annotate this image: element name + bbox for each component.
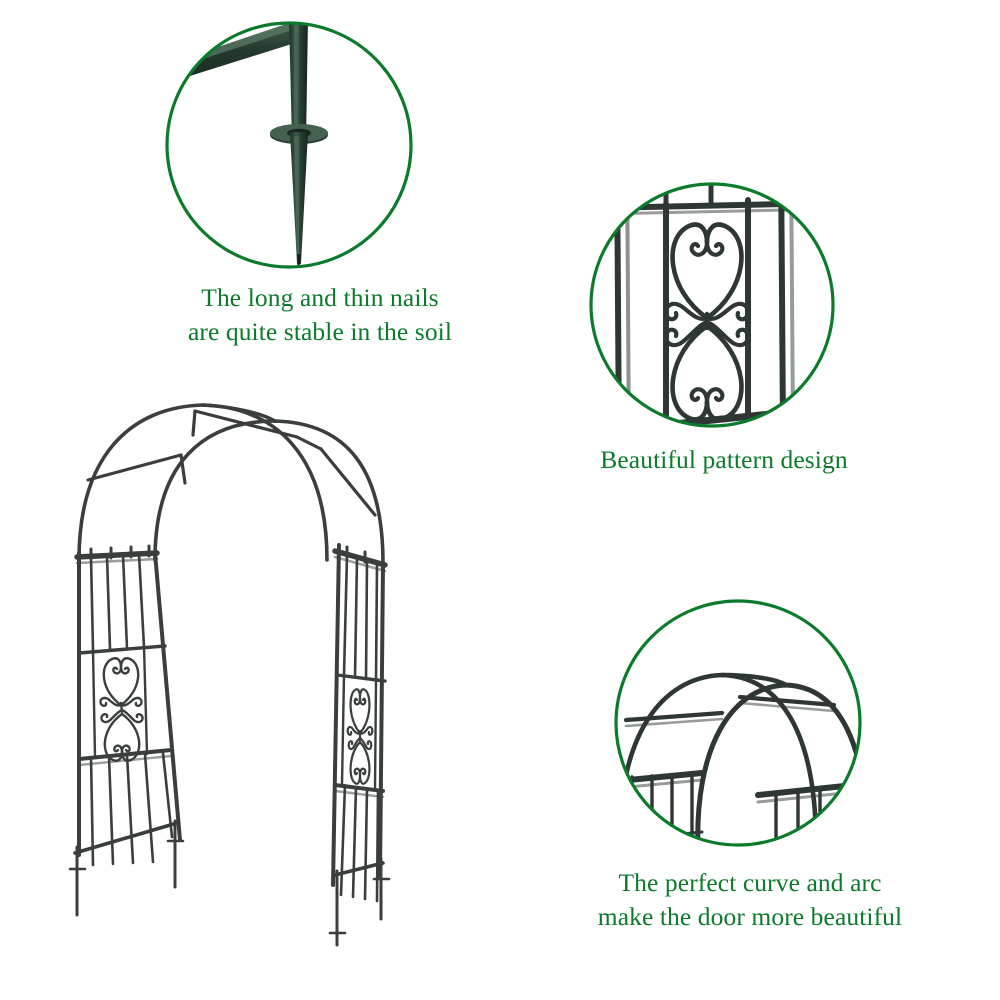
left-panel-inner-post xyxy=(153,551,182,842)
roof-rail-right xyxy=(193,409,299,439)
roof-rail-left xyxy=(86,453,183,482)
stake-photo xyxy=(167,23,328,267)
front-arch xyxy=(695,682,860,845)
roof-rail-right-slope xyxy=(319,447,377,517)
right-bar-l1 xyxy=(339,783,347,897)
scroll-mid-upper-left xyxy=(663,301,710,322)
crown-connector xyxy=(719,672,789,688)
detail-circle-outline xyxy=(614,599,862,847)
stake-shaft-highlight xyxy=(294,23,299,142)
left-bar-l2 xyxy=(107,754,115,866)
right-bar-u1 xyxy=(342,553,349,677)
rail-left-upper xyxy=(623,710,725,723)
scrollwork-pattern-detail xyxy=(589,182,835,428)
left-bar-u2 xyxy=(105,554,112,651)
scroll-mid-upper-right xyxy=(704,301,751,322)
rail-left-upper-shade xyxy=(624,717,724,728)
bar-left-outer xyxy=(614,184,622,426)
scroll-mid-lower-right xyxy=(704,319,751,348)
scroll-mid-lower-left xyxy=(663,319,710,348)
garden-arch-arbour xyxy=(68,403,391,947)
right-panel-outer-post xyxy=(331,543,341,887)
arc-photo xyxy=(616,672,860,845)
caption-curve: The perfect curve and arc make the door … xyxy=(597,868,903,931)
right-bar-l4 xyxy=(375,789,380,903)
left-bar-l3 xyxy=(125,753,135,865)
left-bar-l5 xyxy=(161,751,174,839)
right-bar-u3 xyxy=(364,559,369,681)
left-panel-scrollwork xyxy=(99,657,144,762)
trellis-rail-right xyxy=(755,782,857,798)
arch-crown-connector xyxy=(201,403,277,423)
right-bar-l3 xyxy=(363,787,369,901)
left-bar-l4 xyxy=(143,752,155,864)
heart-upper-right-lobe xyxy=(704,222,744,321)
rail-right-upper-shade xyxy=(738,701,836,713)
heart-lower-right-lobe xyxy=(704,323,744,422)
right-bar-m1 xyxy=(340,673,346,787)
right-panel-mid-rail-bottom-shade xyxy=(333,789,385,799)
heart-upper-scroll-left xyxy=(689,239,710,257)
stake-spike-highlight xyxy=(294,136,299,254)
caption-pattern: Beautiful pattern design xyxy=(600,445,848,474)
detail-circle-outline xyxy=(165,21,413,269)
left-panel-bottom-rail xyxy=(73,821,179,855)
right-panel-inner-post xyxy=(378,561,385,879)
caption-ground-stake: The long and thin nails are quite stable… xyxy=(187,283,453,346)
front-arch-curve xyxy=(153,419,385,565)
right-panel-bottom-rail xyxy=(333,861,385,877)
roof-rail-right-drop xyxy=(191,409,197,437)
roof-rail-right-ext xyxy=(295,435,323,451)
left-bar-u4 xyxy=(137,552,146,649)
roof-rail-left-drop xyxy=(179,453,187,485)
rail-top-shade xyxy=(601,208,787,216)
heart-upper-scroll-right xyxy=(704,239,725,257)
left-bar-m4 xyxy=(142,645,149,756)
arch-frame xyxy=(68,403,391,947)
heart-lower-scroll-right xyxy=(704,387,725,405)
arch-curve-detail xyxy=(614,599,862,847)
right-bar-l2 xyxy=(351,785,358,899)
right-bar-u2 xyxy=(353,556,359,679)
right-bar-m4 xyxy=(373,679,378,791)
detail-circle-outline xyxy=(589,182,835,428)
left-panel-top-rail xyxy=(74,550,160,560)
left-bar-m1 xyxy=(91,648,97,759)
rail-right-upper xyxy=(737,694,837,708)
left-bar-u1 xyxy=(89,555,95,652)
rail-top xyxy=(600,201,788,211)
stake-tip xyxy=(297,254,301,267)
left-bar-u3 xyxy=(121,553,129,650)
bar-right-outer xyxy=(778,184,786,426)
heart-lower-left-lobe xyxy=(670,323,710,422)
right-bar-u4 xyxy=(374,562,379,683)
left-panel-top-rail-shade xyxy=(75,557,159,565)
right-panel-scrollwork xyxy=(346,688,374,785)
heart-lower-scroll-left xyxy=(689,387,710,405)
rear-arch-curve xyxy=(77,403,329,562)
right-panel-top-rail xyxy=(332,548,388,568)
ground-stake-detail xyxy=(165,21,413,269)
heart-upper-left-lobe xyxy=(670,222,710,321)
